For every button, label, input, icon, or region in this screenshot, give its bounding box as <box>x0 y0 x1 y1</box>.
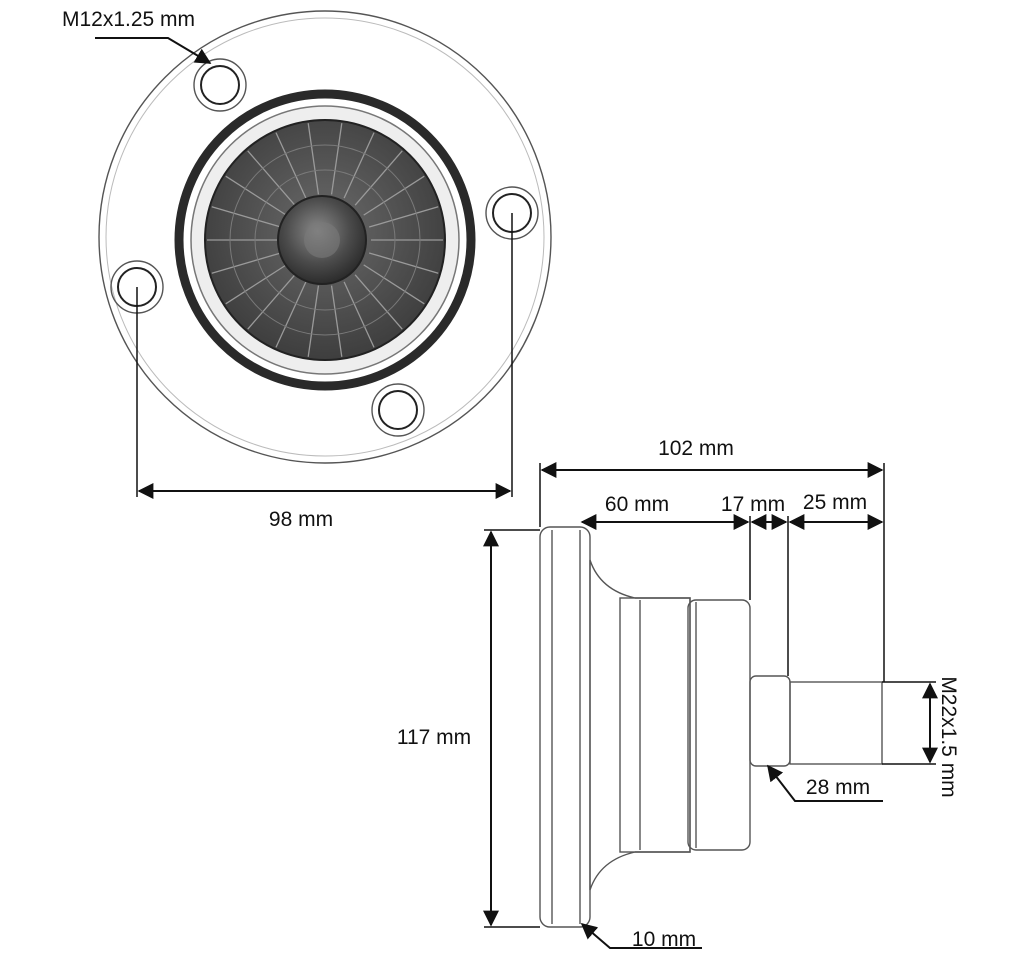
rubber-rib <box>225 264 287 305</box>
bolt-holes <box>110 58 539 437</box>
rubber-rib <box>211 206 282 228</box>
front-flange <box>98 10 552 464</box>
rubber-rib <box>343 281 375 348</box>
rubber-rib <box>363 175 425 216</box>
thread-leader-line <box>95 37 212 64</box>
bolt-hole-inner <box>200 65 240 105</box>
shank-diameter-leader <box>767 764 883 802</box>
rubber-rib <box>330 123 343 195</box>
bolt-spacing-label: 98 mm <box>269 508 333 531</box>
threaded-stud <box>789 681 883 765</box>
rubber-rib <box>247 274 296 330</box>
bolt-hole <box>193 58 247 112</box>
front-flange-inner-edge <box>105 17 545 457</box>
side-flange <box>539 526 591 928</box>
rubber-rib <box>354 150 403 206</box>
collar-length-label: 17 mm <box>721 493 785 516</box>
side-view: 102 mm 60 mm 17 mm 25 mm 117 mm M22x1.5 … <box>397 437 960 951</box>
center-hub-highlight <box>304 222 340 258</box>
side-collar <box>687 599 751 851</box>
rubber-rib <box>225 175 287 216</box>
rubber-rib <box>275 281 307 348</box>
thread-length-label: 25 mm <box>803 491 867 514</box>
rubber-ribs <box>207 123 443 357</box>
side-body <box>619 597 691 853</box>
thread-spec-label: M22x1.5 mm <box>937 676 960 797</box>
rubber-rib <box>368 252 439 274</box>
bolt-thread-label: M12x1.25 mm <box>62 8 195 31</box>
total-length-label: 102 mm <box>658 437 734 460</box>
rubber-rib <box>368 206 439 228</box>
rubber-rib <box>343 132 375 199</box>
diameter-label: 117 mm <box>397 726 471 749</box>
rubber-rib <box>330 285 343 357</box>
side-shank <box>749 675 791 767</box>
front-view: M12x1.25 mm 98 mm <box>62 8 552 531</box>
rubber-rib <box>211 252 282 274</box>
rubber-rib <box>247 150 296 206</box>
shank-diameter-label: 28 mm <box>806 776 870 799</box>
rubber-rib <box>275 132 307 199</box>
rubber-rib <box>363 264 425 305</box>
body-length-label: 60 mm <box>605 493 669 516</box>
flange-thickness-leader <box>580 922 702 949</box>
o-ring <box>174 89 476 391</box>
rubber-rib <box>307 285 320 357</box>
bolt-hole <box>371 383 425 437</box>
rubber-rib <box>307 123 320 195</box>
rubber-rib <box>354 274 403 330</box>
bolt-hole-inner <box>378 390 418 430</box>
rubber-ring-line <box>254 169 396 311</box>
flange-thickness-label: 10 mm <box>632 928 696 951</box>
rubber-ring-line <box>229 144 421 336</box>
